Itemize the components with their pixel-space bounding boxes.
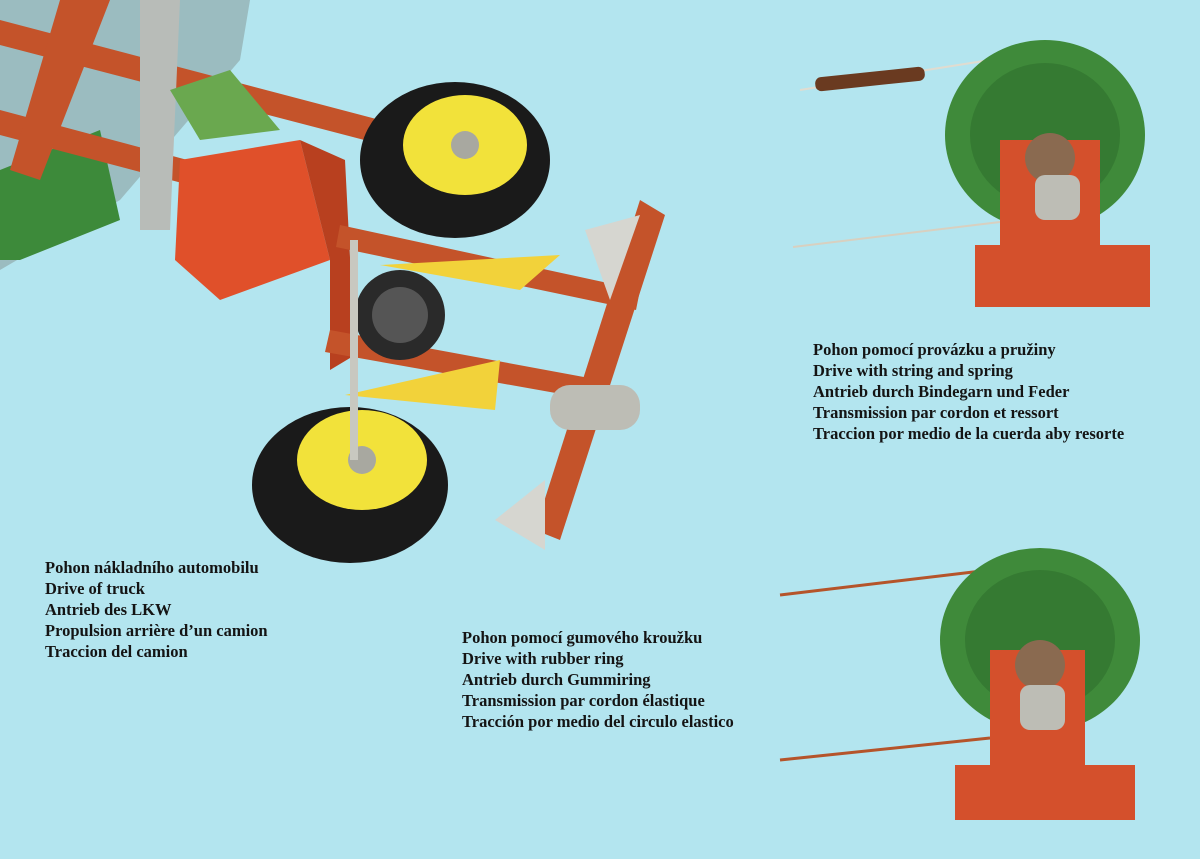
caption-line-english: Drive of truck (45, 579, 145, 598)
caption-line-spanish: Tracción por medio del circulo elastico (462, 712, 734, 731)
caption-line-spanish: Traccion por medio de la cuerda aby reso… (813, 424, 1125, 443)
caption-line-german: Antrieb des LKW (45, 600, 172, 619)
string-spring-pulley-image (792, 40, 1150, 307)
caption-line-czech: Pohon pomocí provázku a pružiny (813, 340, 1056, 359)
truck-drive-model-image (0, 0, 665, 563)
caption-line-czech: Pohon nákladního automobilu (45, 558, 259, 577)
caption-line-french: Propulsion arrière d’un camion (45, 621, 268, 640)
caption-line-english: Drive with string and spring (813, 361, 1013, 380)
caption-line-czech: Pohon pomocí gumového kroužku (462, 628, 703, 647)
rubber-ring-pulley-image (779, 548, 1140, 820)
caption-line-french: Transmission par cordon élastique (462, 691, 705, 710)
caption-line-german: Antrieb durch Gummiring (462, 670, 651, 689)
caption-rubber-ring-drive: Pohon pomocí gumového kroužku Drive with… (462, 627, 734, 732)
caption-line-french: Transmission par cordon et ressort (813, 403, 1059, 422)
caption-line-spanish: Traccion del camion (45, 642, 188, 661)
caption-line-english: Drive with rubber ring (462, 649, 624, 668)
caption-truck-drive: Pohon nákladního automobilu Drive of tru… (45, 557, 268, 662)
caption-string-spring-drive: Pohon pomocí provázku a pružiny Drive wi… (813, 339, 1124, 444)
caption-line-german: Antrieb durch Bindegarn und Feder (813, 382, 1070, 401)
